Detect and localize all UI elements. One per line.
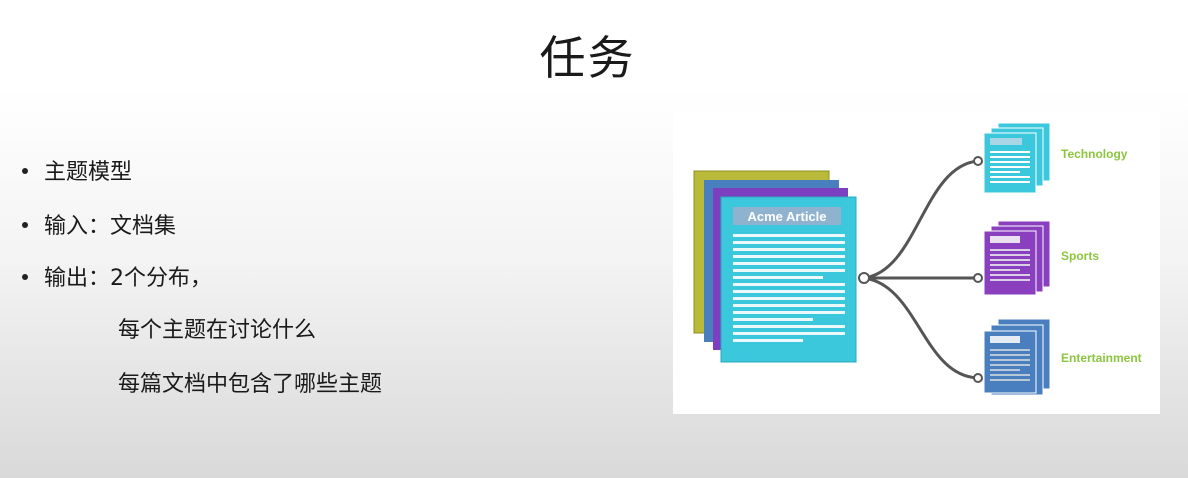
category-label-entertainment: Entertainment <box>1061 351 1142 365</box>
connector-origin-node <box>858 272 870 284</box>
topic-model-figure: Acme Article Technology Sports Entertain… <box>673 111 1160 414</box>
sports-doc-stack <box>983 220 1051 296</box>
connector-node-entertainment <box>973 373 983 383</box>
bullet-item-input: 输入：文档集 <box>22 208 176 240</box>
doc-title-text: Acme Article <box>748 209 827 224</box>
category-label-technology: Technology <box>1061 147 1128 161</box>
sub-line-doc-topics: 每篇文档中包含了哪些主题 <box>118 372 383 397</box>
doc-text-lines <box>733 234 845 342</box>
bullet-text: 主题模型 <box>44 160 133 185</box>
bullet-dot-icon <box>22 222 28 228</box>
connector-lines <box>863 159 979 380</box>
bullet-dot-icon <box>22 274 28 280</box>
technology-doc-stack <box>983 122 1051 194</box>
connector-node-sports <box>973 273 983 283</box>
doc-title-bar <box>733 207 841 225</box>
entertainment-doc-stack <box>983 318 1051 396</box>
category-label-sports: Sports <box>1061 249 1100 263</box>
sub-line-topic-content: 每个主题在讨论什么 <box>118 318 317 343</box>
page-title: 任务 <box>539 31 636 85</box>
bullet-text: 输出：2个分布， <box>44 266 212 291</box>
connector-node-technology <box>973 156 983 166</box>
topic-model-diagram: Acme Article <box>693 122 1051 396</box>
bullet-dot-icon <box>22 168 28 174</box>
bullet-item-output: 输出：2个分布， <box>22 260 212 292</box>
bullet-text: 输入：文档集 <box>44 214 177 239</box>
bullet-item-topic-model: 主题模型 <box>22 154 132 186</box>
